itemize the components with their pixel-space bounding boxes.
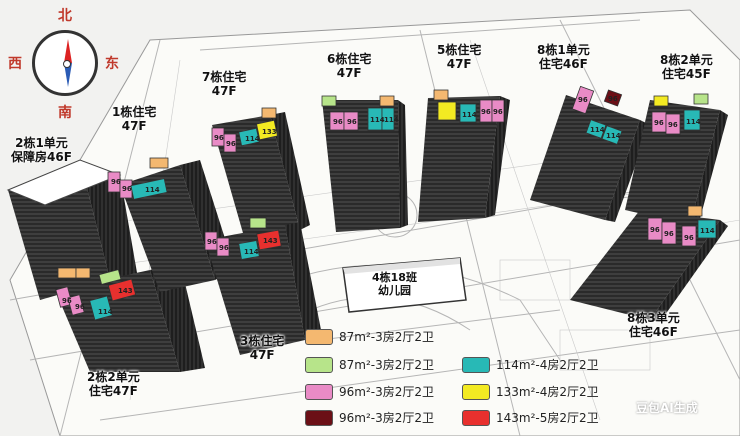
unit-tag-label: 96 [219,244,229,252]
unit-tag-label: 96 [214,134,224,142]
unit-tag-label: 114 [370,116,385,124]
legend-swatch [462,357,490,373]
building-label-2-2: 2栋2单元住宅47F [87,370,140,398]
unit-tag-label: 133 [262,128,277,136]
north-needle [64,39,72,63]
legend-swatch [462,384,490,400]
unit-tag-label: 96 [664,230,674,238]
unit-tag-label: 96 [668,121,678,129]
unit-tag-label: 96 [654,119,664,127]
unit-tag-label: 114 [686,118,701,126]
legend-label: 96m²-3房2厅2卫 [339,411,435,425]
watermark: 豆包AI生成 [636,401,698,415]
unit-tag-label: 96 [347,118,357,126]
compass-rose-icon [32,30,98,96]
tower-5 [418,96,510,222]
compass-south-label: 南 [58,105,72,121]
legend-label: 96m²-3房2厅2卫 [339,385,435,399]
unit-tag-label: 96 [333,118,343,126]
unit-tag-label: 96 [481,108,491,116]
unit-tag-label: 96 [608,95,618,103]
legend-label: 114m²-4房2厅2卫 [496,358,599,372]
kindergarten-label: 4栋18班幼儿园 [372,271,417,297]
unit-tag-label: 114 [244,248,259,256]
unit-tag-label: 143 [263,237,278,245]
unit-tag-label: 114 [462,111,477,119]
tower-2-1 [6,159,140,300]
legend-swatch [305,357,333,373]
unit-tag-label: 96 [578,96,588,104]
compass-east-label: 东 [105,56,119,72]
unit-tag-label: 114 [606,132,621,140]
building-label-2-1: 2栋1单元保障房46F [11,136,72,164]
unit-tag-label: 143 [118,287,133,295]
unit-tag-label: 114 [145,186,160,194]
unit-tag-label: 96 [111,178,121,186]
unit-tag-label: 96 [62,297,72,305]
legend-label: 87m²-3房2厅2卫 [339,358,435,372]
unit-tag-label: 96 [75,303,85,311]
legend-label: 87m²-3房2厅2卫 [339,330,435,344]
unit-tag-label: 96 [122,185,132,193]
tower-8-2 [625,100,728,226]
unit-tag-label: 114 [245,135,260,143]
tower-3 [205,222,322,355]
legend-label: 133m²-4房2厅2卫 [496,385,599,399]
compass-hub [63,60,71,68]
south-needle [64,63,72,87]
legend-swatch [305,384,333,400]
tower-8-1 [530,95,650,222]
compass-north-label: 北 [58,8,72,24]
unit-tag-label: 96 [650,226,660,234]
legend-swatch [462,410,490,426]
legend-label: 143m²-5房2厅2卫 [496,411,599,425]
unit-tag-label: 96 [226,140,236,148]
building-label-8-3: 8栋3单元住宅46F [627,311,680,339]
unit-tag-label: 96 [684,234,694,242]
unit-tag-label: 96 [207,238,217,246]
unit-tag-label: 96 [493,108,503,116]
unit-tag-label: 114 [590,126,605,134]
unit-tag-label: 114 [384,116,399,124]
unit-tag-label: 114 [98,308,113,316]
building-label-8-2: 8栋2单元住宅45F [660,53,713,81]
legend-swatch [305,410,333,426]
tower-6 [322,100,408,232]
compass-west-label: 西 [8,56,22,72]
unit-tag-label: 114 [700,227,715,235]
legend-swatch [305,329,333,345]
building-label-8-1: 8栋1单元住宅46F [537,43,590,71]
